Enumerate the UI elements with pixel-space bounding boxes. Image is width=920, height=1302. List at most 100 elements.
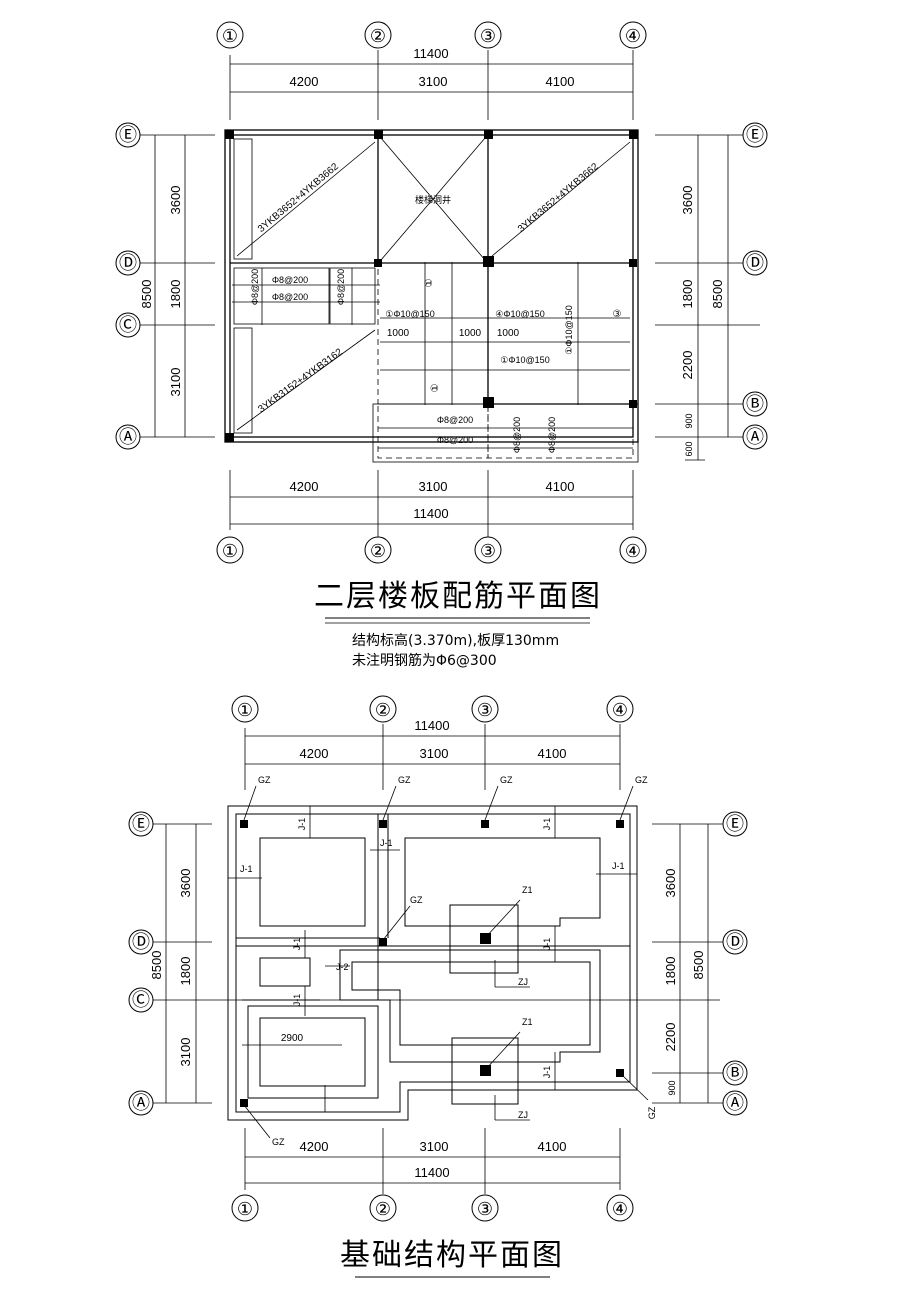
dim-total-top-p2: 11400 <box>414 718 449 733</box>
j1-label-5: J-1 <box>612 861 625 871</box>
axis-bubble-2: ② <box>370 26 386 46</box>
plan2-top-axis-bubbles: ① ② ③ ④ <box>231 695 634 723</box>
plan1-top-axis-bubbles: ① ② ③ ④ <box>216 21 647 49</box>
axis-bubble-A-left-p2: Ⓐ <box>132 1093 150 1113</box>
dim-8500-right-p2: 8500 <box>691 951 706 980</box>
plan2-bottom-dimensions: 4200 3100 4100 11400 <box>244 1128 621 1194</box>
plan2-columns <box>240 820 624 1107</box>
axis-bubble-D-right: Ⓓ <box>746 253 764 273</box>
plan2-left-axis: Ⓔ Ⓓ Ⓒ Ⓐ 3600 1800 3100 8500 <box>128 811 720 1116</box>
gz-label-4: GZ <box>635 775 648 785</box>
dim-1800-left: 1800 <box>168 280 183 309</box>
j1-label-4: J-1 <box>380 838 393 848</box>
rebar-label-1: Φ8@200 <box>272 275 308 285</box>
dim-1800-right-p2: 1800 <box>663 957 678 986</box>
j1-label-2: J-1 <box>542 818 552 831</box>
len-label-2: 1000 <box>459 328 482 339</box>
axis-bubble-1-p2: ① <box>237 700 253 720</box>
dim-600-right: 600 <box>684 441 694 456</box>
slab-label-3: 3YKB3152+4YKB3162 <box>256 346 345 415</box>
dim-3600-left-p2: 3600 <box>178 869 193 898</box>
plan2-section-marks: J-1 J-1 J-1 J-1 J-1 J-1 J-1 J-1 J-1 J-2 <box>228 806 637 1112</box>
dim-4100-top: 4100 <box>546 74 575 89</box>
gz-label-7: GZ <box>272 1137 285 1147</box>
plan1-bottom-axis-bubbles: ① ② ③ ④ <box>216 536 647 564</box>
dim-3100-top: 3100 <box>419 74 448 89</box>
plan2-top-dimensions: 11400 4200 3100 4100 <box>244 718 621 790</box>
dim-total-bottom-p2: 11400 <box>414 1165 449 1180</box>
dim-3600-right: 3600 <box>680 186 695 215</box>
rebar-label-10: Φ8@200 <box>437 435 473 445</box>
mark-1: ① <box>424 278 435 287</box>
plan2-gz-labels: GZ GZ GZ GZ GZ GZ GZ <box>243 775 657 1147</box>
dim-total-bottom: 11400 <box>413 506 448 521</box>
len-label-3: 1000 <box>497 328 520 339</box>
axis-bubble-2-bottom: ② <box>370 541 386 561</box>
len-label-1: 1000 <box>387 328 410 339</box>
rebar-label-3: Φ8@200 <box>250 269 260 305</box>
axis-bubble-D-left: Ⓓ <box>119 253 137 273</box>
plan2-foundation-strips <box>227 805 638 1121</box>
axis-bubble-C-left: Ⓒ <box>119 315 137 335</box>
axis-bubble-2-bottom-p2: ② <box>375 1199 391 1219</box>
rebar-label-9: Φ8@200 <box>437 415 473 425</box>
j2-label: J-2 <box>336 962 349 972</box>
floor-slab-reinforcement-plan: ① ② ③ ④ 11400 4200 3100 4100 Ⓔ Ⓓ Ⓒ Ⓐ <box>115 21 768 669</box>
zj-label-2: ZJ <box>518 1110 528 1120</box>
dim-3100-left: 3100 <box>168 368 183 397</box>
j1-label-7: J-1 <box>542 938 552 951</box>
dim-1800-right: 1800 <box>680 280 695 309</box>
dim-2900-inner: 2900 <box>281 1033 304 1044</box>
j1-label-9: J-1 <box>542 1066 552 1079</box>
axis-bubble-D-left-p2: Ⓓ <box>132 932 150 952</box>
rebar-label-5: ①Φ10@150 <box>385 309 434 319</box>
axis-bubble-2-p2: ② <box>375 700 391 720</box>
axis-bubble-3-bottom: ③ <box>480 541 496 561</box>
dim-900-right: 900 <box>684 413 694 428</box>
axis-bubble-C-left-p2: Ⓒ <box>132 990 150 1010</box>
dim-3600-left: 3600 <box>168 186 183 215</box>
plan1-right-axis: Ⓔ Ⓓ Ⓑ Ⓐ 3600 1800 2200 900 600 8500 <box>655 122 768 461</box>
foundation-structure-plan: ① ② ③ ④ 11400 4200 3100 4100 Ⓔ Ⓓ Ⓒ Ⓐ <box>128 695 748 1278</box>
gz-label-6: GZ <box>647 1106 657 1119</box>
dim-1800-left-p2: 1800 <box>178 957 193 986</box>
axis-bubble-B-right-p2: Ⓑ <box>726 1063 744 1083</box>
mark-2: ① <box>430 383 441 392</box>
plan1-bottom-dimensions: 4200 3100 4100 11400 <box>229 470 634 537</box>
axis-bubble-1-bottom-p2: ① <box>237 1199 253 1219</box>
dim-4200-bottom-p2: 4200 <box>300 1139 329 1154</box>
dim-4100-top-p2: 4100 <box>538 746 567 761</box>
plan1-rebar: Φ8@200 Φ8@200 Φ8@200 Φ8@200 ①Φ10@150 ④Φ1… <box>232 262 634 459</box>
plan1-note-1: 结构标高(3.370m),板厚130mm <box>352 632 559 649</box>
j1-label-8: J-1 <box>292 994 302 1007</box>
dim-3100-bottom: 3100 <box>419 479 448 494</box>
plan2-title: 基础结构平面图 <box>340 1238 564 1273</box>
plan2-right-axis: Ⓔ Ⓓ Ⓑ Ⓐ 3600 1800 2200 900 8500 <box>652 811 748 1116</box>
rebar-label-4: Φ8@200 <box>336 269 346 305</box>
axis-bubble-D-right-p2: Ⓓ <box>726 932 744 952</box>
axis-bubble-A-right: Ⓐ <box>746 427 764 447</box>
rebar-label-11: Φ8@200 <box>512 417 522 453</box>
stair-opening-label: 楼梯洞井 <box>415 194 451 205</box>
rebar-label-7: ①Φ10@150 <box>500 355 549 365</box>
axis-bubble-3: ③ <box>480 26 496 46</box>
plan1-left-axis: Ⓔ Ⓓ Ⓒ Ⓐ 3600 1800 3100 8500 <box>115 122 215 450</box>
axis-bubble-E-left-p2: Ⓔ <box>132 814 150 834</box>
axis-bubble-4-bottom-p2: ④ <box>612 1199 628 1219</box>
rebar-label-2: Φ8@200 <box>272 292 308 302</box>
axis-bubble-3-bottom-p2: ③ <box>477 1199 493 1219</box>
mark-3: ③ <box>613 309 622 320</box>
gz-label-2: GZ <box>398 775 411 785</box>
rebar-label-12: Φ8@200 <box>547 417 557 453</box>
axis-bubble-E-left: Ⓔ <box>119 125 137 145</box>
dim-3600-right-p2: 3600 <box>663 869 678 898</box>
j1-label-6: J-1 <box>292 938 302 951</box>
dim-3100-left-p2: 3100 <box>178 1038 193 1067</box>
plan2-bottom-axis-bubbles: ① ② ③ ④ <box>231 1194 634 1222</box>
z1-label-2: Z1 <box>522 1017 533 1027</box>
j1-label-1: J-1 <box>297 818 307 831</box>
dim-3100-top-p2: 3100 <box>420 746 449 761</box>
axis-bubble-1: ① <box>222 26 238 46</box>
dim-3100-bottom-p2: 3100 <box>420 1139 449 1154</box>
zj-label-1: ZJ <box>518 977 528 987</box>
